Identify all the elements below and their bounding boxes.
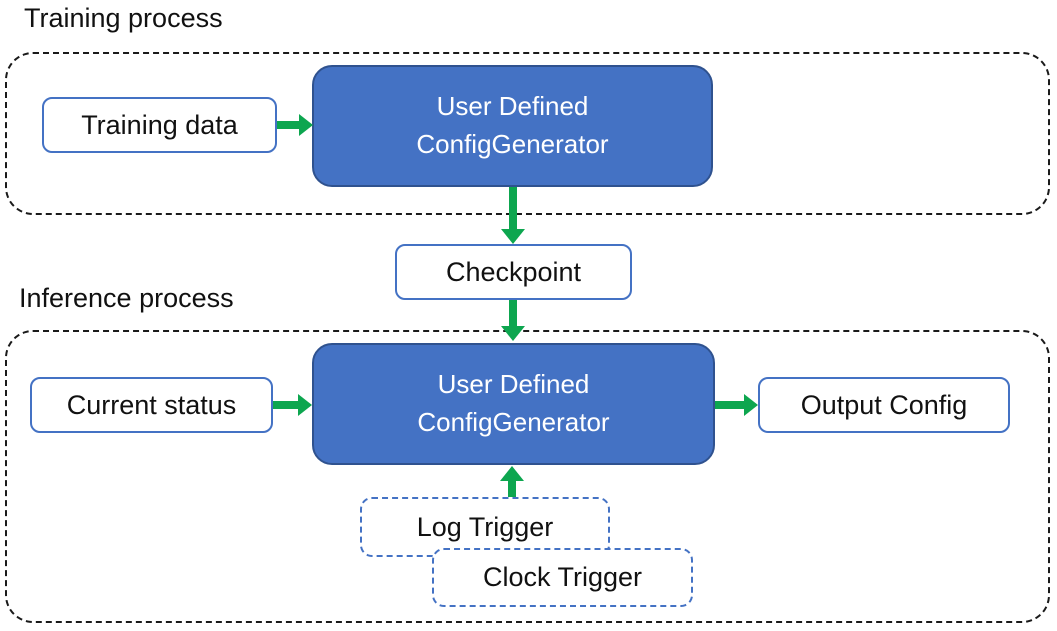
arrow-checkpoint-to-inference-generator: [501, 300, 525, 341]
generator-label-line2: ConfigGenerator: [416, 129, 609, 159]
arrow-shaft: [273, 401, 298, 409]
arrow-down-icon: [501, 229, 525, 244]
arrow-shaft: [715, 401, 744, 409]
arrow-right-icon: [744, 394, 758, 416]
inference-config-generator-box: User Defined ConfigGenerator: [312, 343, 715, 465]
arrow-shaft: [277, 121, 299, 129]
training-config-generator-box: User Defined ConfigGenerator: [312, 65, 713, 187]
arrow-right-icon: [299, 114, 313, 136]
log-trigger-box: Log Trigger: [360, 497, 610, 557]
generator-label-line1: User Defined: [436, 91, 589, 122]
arrow-down-icon: [501, 326, 525, 341]
arrow-shaft: [508, 481, 516, 497]
arrow-shaft: [509, 300, 517, 326]
arrow-shaft: [509, 187, 517, 229]
arrow-triggers-to-generator: [500, 466, 524, 497]
checkpoint-box: Checkpoint: [395, 244, 632, 300]
clock-trigger-box: Clock Trigger: [432, 548, 693, 607]
arrow-generator-to-output-config: [715, 394, 758, 416]
training-process-label: Training process: [24, 3, 223, 33]
output-config-box: Output Config: [758, 377, 1010, 433]
training-data-box: Training data: [42, 97, 277, 153]
generator-label-line1: User Defined: [437, 369, 590, 400]
arrow-training-data-to-generator: [277, 114, 313, 136]
arrow-generator-to-checkpoint: [501, 187, 525, 244]
generator-label-line2: ConfigGenerator: [417, 407, 610, 437]
arrow-up-icon: [500, 466, 524, 481]
inference-process-container: [5, 330, 1050, 623]
arrow-current-status-to-generator: [273, 394, 312, 416]
training-process-container: [5, 52, 1050, 215]
current-status-box: Current status: [30, 377, 273, 433]
arrow-right-icon: [298, 394, 312, 416]
inference-process-label: Inference process: [19, 283, 234, 313]
